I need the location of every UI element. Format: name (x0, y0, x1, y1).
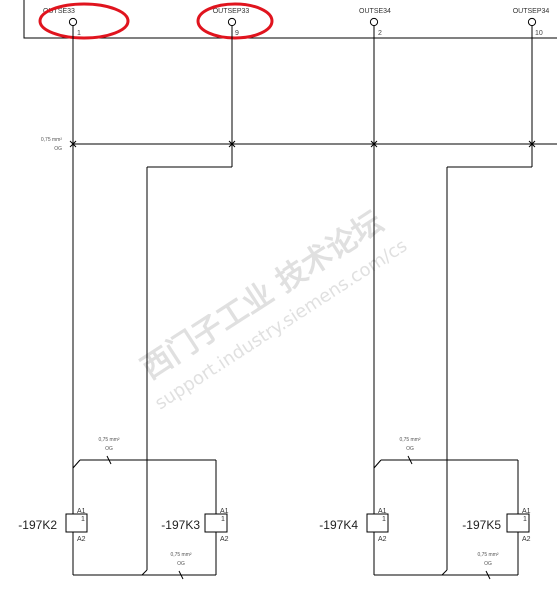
group-2-wire-annotations: 0,75 mm² OG 0,75 mm² OG (399, 437, 498, 567)
wire-cross-section: 0,75 mm² (477, 552, 498, 558)
coil-number: 1 (81, 516, 85, 523)
highlight-ellipse-outsep33 (196, 2, 274, 40)
terminal-number: 10 (535, 30, 543, 37)
relay-coil (366, 513, 389, 533)
wire-cross-section: 0,75 mm² (98, 437, 119, 443)
wire-color-code: OG (105, 446, 113, 452)
relay-tag: -197K5 (462, 518, 501, 532)
coil-terminal-a1: A1 (77, 508, 86, 515)
bus-wire-annotation: 0,75 mm² OG (41, 137, 62, 152)
relay-tag: -197K4 (319, 518, 358, 532)
coil-terminal-a1: A1 (378, 508, 387, 515)
terminal-outsep34[interactable]: OUTSEP34 10 (513, 8, 550, 37)
terminal-label: OUTSEP34 (513, 8, 550, 15)
group-1-wire-annotations: 0,75 mm² OG 0,75 mm² OG (98, 437, 191, 567)
terminal-strip-frame (23, 0, 557, 39)
relay-tag: -197K2 (18, 518, 57, 532)
terminal-number: 9 (235, 30, 239, 37)
wire-color-code: OG (54, 146, 62, 152)
coil-terminal-a2: A2 (220, 536, 229, 543)
relay-coil (204, 513, 228, 533)
coil-number: 1 (523, 516, 527, 523)
wire-color-code: OG (177, 561, 185, 567)
terminal-label: OUTSE33 (43, 8, 75, 15)
coil-terminal-a2: A2 (522, 536, 531, 543)
terminal-outse34[interactable]: OUTSE34 2 (359, 8, 391, 37)
terminal-label: OUTSEP33 (213, 8, 250, 15)
relay-tag: -197K3 (161, 518, 200, 532)
relay-197k4[interactable]: -197K4 A1 1 A2 (319, 508, 389, 543)
coil-terminal-a1: A1 (522, 508, 531, 515)
relay-197k3[interactable]: -197K3 A1 1 A2 (161, 508, 228, 543)
coil-terminal-a2: A2 (378, 536, 387, 543)
wire-cross-section: 0,75 mm² (399, 437, 420, 443)
coil-number: 1 (382, 516, 386, 523)
wire-color-code: OG (484, 561, 492, 567)
relay-197k2[interactable]: -197K2 A1 1 A2 (18, 508, 88, 543)
wire-color-code: OG (406, 446, 414, 452)
terminal-number: 2 (378, 30, 382, 37)
wire-cross-section: 0,75 mm² (170, 552, 191, 558)
terminal-outse33[interactable]: OUTSE33 1 (43, 8, 81, 37)
coil-number: 1 (221, 516, 225, 523)
wiring (69, 26, 557, 580)
relay-coil (65, 513, 88, 533)
terminal-outsep33[interactable]: OUTSEP33 9 (213, 8, 250, 37)
relay-coil (506, 513, 530, 533)
highlight-ellipse-outse33 (38, 2, 130, 40)
relay-197k5[interactable]: -197K5 A1 1 A2 (462, 508, 530, 543)
terminal-label: OUTSE34 (359, 8, 391, 15)
coil-terminal-a2: A2 (77, 536, 86, 543)
wire-cross-section: 0,75 mm² (41, 137, 62, 143)
coil-terminal-a1: A1 (220, 508, 229, 515)
terminal-connection-point (227, 17, 237, 27)
watermark-line-1: 西门子工业 技术论坛 (135, 205, 389, 387)
terminal-number: 1 (77, 30, 81, 37)
watermark: 西门子工业 技术论坛 support.industry.siemens.com/… (135, 205, 411, 415)
terminal-connection-point (369, 17, 379, 27)
terminal-connection-point (68, 17, 78, 27)
terminal-connection-point (527, 17, 537, 27)
